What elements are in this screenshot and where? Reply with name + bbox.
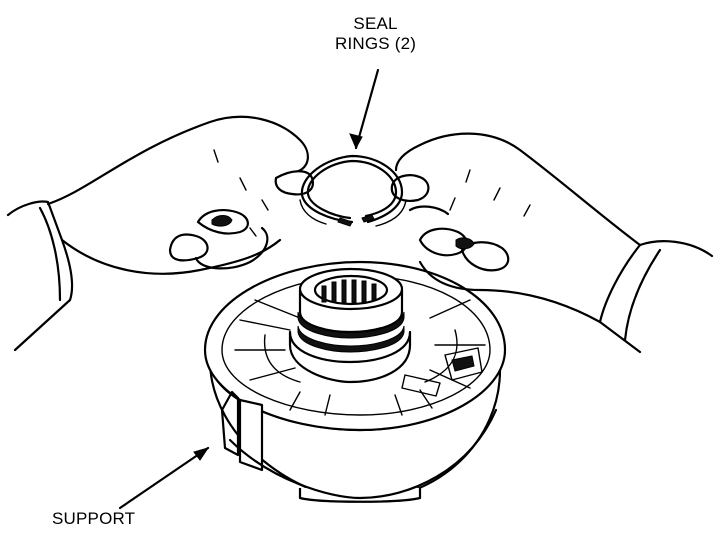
leader-lines: [118, 68, 380, 510]
seal-rings: [299, 154, 407, 227]
seal-rings-label-line2: RINGS (2): [335, 34, 417, 53]
support-label: SUPPORT: [52, 509, 136, 528]
seal-rings-label-line1: SEAL: [353, 14, 398, 33]
left-hand: [6, 115, 314, 352]
seal-rings-callout: SEAL RINGS (2): [335, 14, 416, 54]
support-hub: [288, 267, 412, 384]
